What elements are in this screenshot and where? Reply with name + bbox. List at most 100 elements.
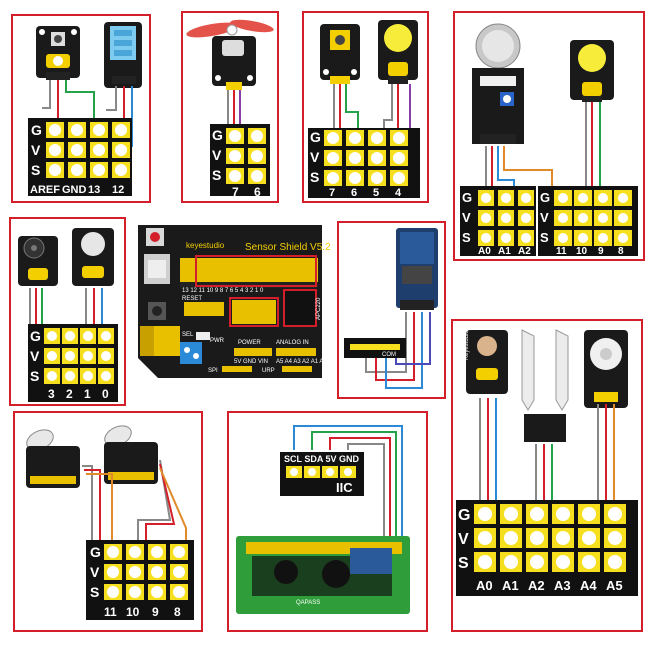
col-label-a3: A3	[554, 578, 571, 593]
bt-com-label: COM	[382, 352, 396, 358]
shield-pwr-label: PWR	[210, 338, 225, 344]
digital-header-block: G V S 11 10 9 8	[538, 186, 638, 257]
shield-title: Sensor Shield V5.2	[245, 242, 331, 253]
servo-left	[26, 429, 80, 488]
col-label-11: 11	[104, 605, 117, 619]
row-label-s: S	[212, 167, 221, 183]
analog-header-block: G V S A0 A1 A2	[460, 186, 536, 257]
fan-propeller	[186, 19, 274, 38]
bluetooth-module	[396, 228, 438, 310]
humidity-sensor-module	[104, 22, 142, 88]
panel-analog-a0-a5: Keyestudio	[451, 319, 643, 632]
shield-digital-pins: 13 12 11 10 9 8 7 6 5 4 3 2 1 0	[182, 288, 264, 294]
row-label-g: G	[310, 129, 321, 145]
col-label-a2: A2	[518, 246, 531, 257]
shield-apc220-label: APC220	[316, 297, 322, 320]
row-label-v: V	[31, 142, 41, 158]
row-label-g: G	[90, 544, 101, 560]
col-label-13: 13	[88, 184, 100, 196]
row-label-s: S	[30, 368, 39, 384]
row-label-s: S	[458, 555, 469, 572]
lcd-module: QAPASS	[236, 536, 410, 614]
col-label-5: 5	[373, 187, 379, 199]
shield-brand: keyestudio	[186, 241, 225, 250]
panel-gas-analog-digital: G V S A0 A1 A2 G V S 11 10 9	[453, 11, 645, 261]
col-label-a1: A1	[502, 578, 519, 593]
button-module	[320, 24, 360, 84]
col-label-8: 8	[174, 605, 181, 619]
row-label-v: V	[90, 564, 100, 580]
sensor-module-left	[36, 26, 80, 80]
fan-module	[212, 36, 256, 90]
col-label-a2: A2	[528, 578, 545, 593]
col-label-aref: AREF	[30, 184, 60, 196]
col-label-9: 9	[598, 246, 604, 257]
led-module	[378, 20, 418, 84]
shield-reset-label: RESET	[182, 296, 202, 302]
row-label-v: V	[458, 531, 469, 548]
row-label-s: S	[90, 584, 99, 600]
col-label-10: 10	[576, 246, 588, 257]
col-label-a0: A0	[476, 578, 493, 593]
row-label-v: V	[462, 210, 471, 225]
shield-uart-label: URP	[262, 368, 275, 374]
servo-header: G V S 11 10 9 8	[86, 540, 194, 620]
col-label-0: 0	[102, 387, 109, 401]
col-label-a4: A4	[580, 578, 597, 593]
shield-spi-label: SPI	[208, 368, 218, 374]
row-label-v: V	[540, 210, 549, 225]
panel-led-7-4: G V S 7 6 5 4	[302, 11, 429, 203]
iic-label: IIC	[336, 480, 353, 495]
col-label-7: 7	[232, 185, 239, 199]
iic-wires	[293, 425, 403, 560]
col-label-9: 9	[152, 605, 159, 619]
panel-iic-lcd: SCL SDA 5V GND IIC QAPASS	[227, 411, 428, 632]
row-label-s: S	[310, 169, 319, 185]
col-label-10: 10	[126, 605, 140, 619]
pin-header-block-3: G V S 7 6 5 4	[308, 128, 420, 199]
panel-servos-11-8: G V S 11 10 9 8	[13, 411, 203, 632]
iic-header: SCL SDA 5V GND IIC	[280, 452, 364, 496]
analog-header: G V S A0 A1 A2 A3 A4 A5	[456, 500, 638, 596]
panel-buzzer-3-0: G V S 3 2 1 0	[9, 217, 126, 406]
iic-header-label: SCL SDA 5V GND	[284, 454, 360, 464]
shield-analog-label: ANALOG IN	[276, 340, 309, 346]
row-label-g: G	[458, 507, 470, 524]
row-label-s: S	[540, 230, 549, 245]
col-label-4: 4	[395, 187, 402, 199]
soil-sensor-probe	[521, 329, 569, 442]
col-label-6: 6	[254, 185, 261, 199]
row-label-g: G	[31, 122, 42, 138]
row-label-g: G	[462, 190, 472, 205]
buzzer-module	[18, 236, 58, 286]
bt-header: TXD RXD GND 5V COM	[344, 333, 406, 358]
pin-header-block-5: G V S 3 2 1 0	[28, 324, 118, 402]
row-label-g: G	[212, 127, 223, 143]
bt-header-label: TXD RXD GND 5V	[348, 333, 398, 339]
row-label-v: V	[212, 147, 222, 163]
col-label-8: 8	[618, 246, 624, 257]
shield-power-pins: 5V GND VIN	[234, 359, 268, 365]
led-module-right	[570, 40, 614, 102]
row-label-g: G	[540, 190, 550, 205]
photo-sensor-module: Keyestudio	[464, 330, 508, 394]
col-label-7: 7	[329, 187, 335, 199]
panel-bluetooth: TXD RXD GND 5V COM	[337, 221, 446, 399]
col-label-11: 11	[556, 246, 567, 257]
col-label-gnd: GND	[62, 184, 87, 196]
col-label-1: 1	[84, 387, 91, 401]
shield-power-label: POWER	[238, 340, 261, 346]
water-sensor-module	[584, 330, 628, 408]
col-label-a0: A0	[478, 246, 491, 257]
sensor-shield-board: keyestudio Sensor Shield V5.2 13 12 11 1…	[138, 225, 331, 378]
sensor-module-white	[72, 228, 114, 286]
row-label-g: G	[30, 328, 41, 344]
col-label-3: 3	[48, 387, 55, 401]
shield-sel-label: SEL	[182, 332, 194, 338]
col-label-6: 6	[351, 187, 357, 199]
pad-grid-1	[46, 122, 130, 178]
row-label-v: V	[30, 348, 40, 364]
panel-sensors-aref-12: G V S AREF GND 13 12	[11, 14, 151, 203]
col-label-a1: A1	[498, 246, 511, 257]
